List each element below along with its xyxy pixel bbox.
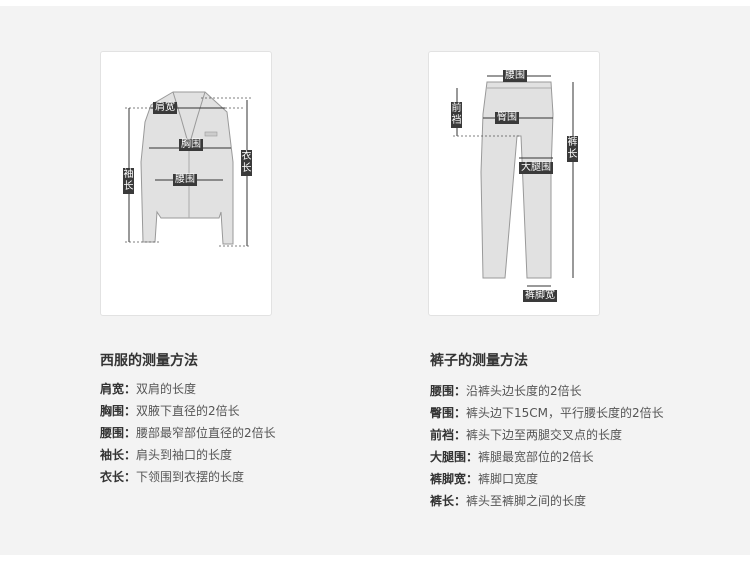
pants-measure-list: 腰围：沿裤头边长度的2倍长 臀围：裤头边下15CM，平行腰长度的2倍长 前裆：裤…: [430, 380, 664, 512]
shoulder-label: 肩宽: [153, 102, 177, 114]
jacket-pocket: [204, 131, 218, 137]
length-label: 衣长: [241, 150, 252, 176]
list-item: 袖长：肩头到袖口的长度: [100, 448, 233, 462]
hip-label: 臀围: [495, 112, 519, 124]
list-item: 裤脚宽：裤脚口宽度: [430, 472, 539, 486]
thigh-label: 大腿围: [519, 162, 553, 174]
list-item: 臀围：裤头边下15CM，平行腰长度的2倍长: [430, 406, 664, 420]
list-item: 腰围：沿裤头边长度的2倍长: [430, 384, 582, 398]
list-item: 肩宽：双肩的长度: [100, 382, 197, 396]
pants-section-title: 裤子的测量方法: [430, 353, 528, 369]
pants-waist-label: 腰围: [503, 70, 527, 82]
list-item: 衣长：下领围到衣摆的长度: [100, 470, 245, 484]
jacket-shape: [140, 91, 234, 245]
pants-illustration: [453, 75, 574, 287]
list-item: 胸围：双腋下直径的2倍长: [100, 404, 240, 418]
pants-diagram-card: 腰围 前裆 臀围 大腿围 裤长 裤脚宽: [428, 51, 600, 316]
waist-label: 腰围: [173, 174, 197, 186]
jacket-diagram-card: 肩宽 胸围 腰围 袖长 衣长: [100, 51, 272, 316]
list-item: 裤长：裤头至裤脚之间的长度: [430, 494, 587, 508]
jacket-section-title: 西服的测量方法: [100, 353, 198, 369]
list-item: 大腿围：裤腿最宽部位的2倍长: [430, 450, 594, 464]
sleeve-label: 袖长: [123, 168, 134, 194]
list-item: 前裆：裤头下边至两腿交叉点的长度: [430, 428, 623, 442]
chest-label: 胸围: [179, 139, 203, 151]
hem-label: 裤脚宽: [523, 290, 557, 302]
pants-shape: [480, 81, 554, 279]
jacket-measure-list: 肩宽：双肩的长度 胸围：双腋下直径的2倍长 腰围：腰部最窄部位直径的2倍长 袖长…: [100, 378, 276, 488]
list-item: 腰围：腰部最窄部位直径的2倍长: [100, 426, 276, 440]
front-rise-label: 前裆: [451, 102, 462, 128]
pants-length-label: 裤长: [567, 136, 578, 162]
